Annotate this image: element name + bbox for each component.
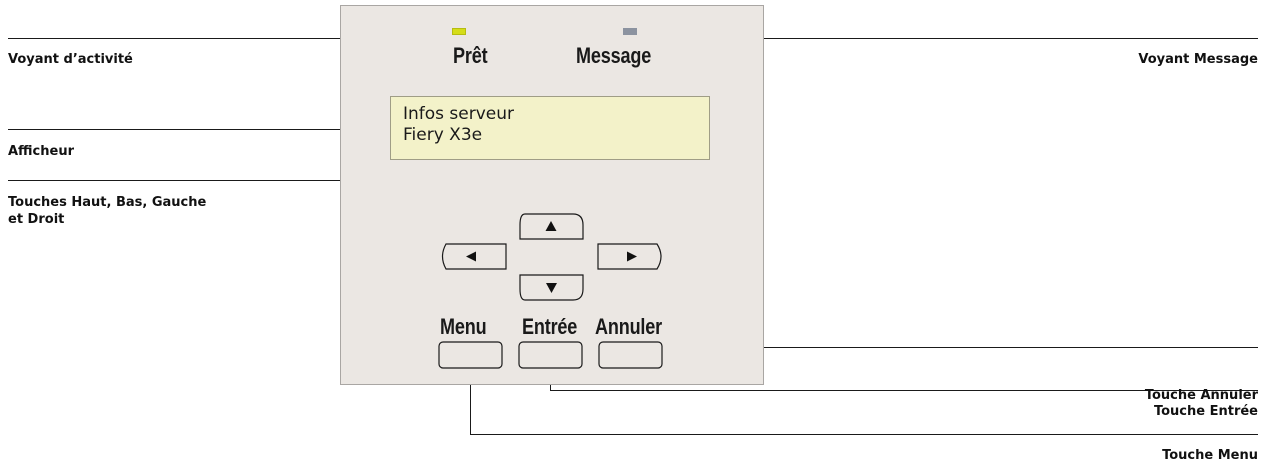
enter-button[interactable] — [518, 341, 586, 371]
down-arrow-button[interactable] — [516, 274, 588, 302]
display-line-1: Infos serveur — [403, 104, 515, 124]
callout-enter-key: Touche Entrée — [1153, 404, 1258, 419]
lcd-display: Infos serveur Fiery X3e — [390, 96, 710, 160]
cancel-button[interactable] — [598, 341, 666, 371]
leader-menu-key — [470, 369, 1258, 435]
callout-message-light: Voyant Message — [1138, 52, 1258, 67]
ready-label: Prêt — [453, 43, 488, 68]
menu-button[interactable] — [438, 341, 506, 371]
up-arrow-icon — [545, 221, 557, 231]
callout-cancel-key: Touche Annuler — [1144, 388, 1258, 403]
ready-led — [452, 28, 466, 35]
cancel-label: Annuler — [595, 314, 663, 339]
up-arrow-button[interactable] — [516, 213, 588, 241]
display-line-2: Fiery X3e — [403, 125, 483, 145]
callout-arrow-keys: Touches Haut, Bas, Gauche et Droit — [8, 194, 206, 228]
left-arrow-icon — [466, 251, 476, 262]
right-arrow-icon — [627, 251, 637, 262]
menu-label: Menu — [440, 314, 487, 339]
message-label: Message — [576, 43, 652, 68]
callout-display: Afficheur — [8, 144, 75, 159]
callout-menu-key: Touche Menu — [1162, 448, 1258, 463]
right-arrow-button[interactable] — [595, 243, 669, 271]
left-arrow-button[interactable] — [436, 243, 510, 271]
callout-activity-light: Voyant d’activité — [8, 52, 133, 67]
down-arrow-icon — [546, 283, 557, 293]
control-panel — [340, 5, 764, 385]
callout-arrow-keys-line-1: Touches Haut, Bas, Gauche — [8, 195, 207, 210]
message-led — [623, 28, 637, 35]
enter-label: Entrée — [522, 314, 578, 339]
callout-arrow-keys-line-2: et Droit — [8, 212, 65, 227]
